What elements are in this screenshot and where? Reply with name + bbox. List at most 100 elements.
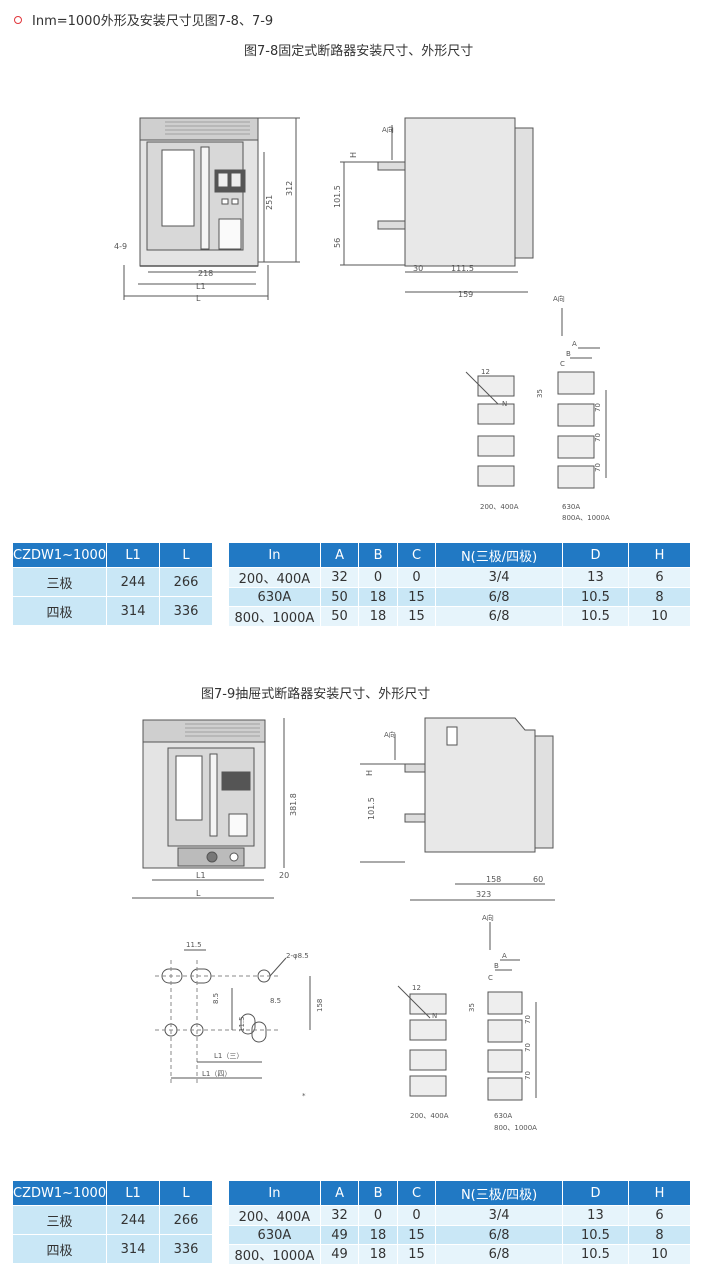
dim-8-5-b: 8.5 bbox=[270, 997, 281, 1005]
header-model: CZDW1~1000 bbox=[13, 1181, 108, 1206]
dim-c-2: C bbox=[488, 974, 493, 982]
cell: 三极 bbox=[13, 567, 108, 597]
cell: 15 bbox=[397, 1225, 437, 1245]
cell: 0 bbox=[397, 1205, 437, 1226]
cell: 15 bbox=[397, 587, 437, 607]
cell: 266 bbox=[159, 567, 213, 597]
cell: 200、400A bbox=[229, 567, 321, 588]
cell: 6/8 bbox=[435, 587, 563, 607]
header-l: L bbox=[159, 543, 213, 568]
dim-20: 20 bbox=[279, 871, 289, 880]
cell: 336 bbox=[159, 1234, 213, 1263]
dim-4-9: 4-9 bbox=[114, 242, 127, 251]
caption-200-400a: 200、400A bbox=[480, 503, 519, 511]
dim-c: C bbox=[560, 360, 565, 368]
figure-title-7-8: 图7-8固定式断路器安装尺寸、外形尺寸 bbox=[244, 44, 474, 59]
dimension-table-7-9: CZDW1~1000 L1 L 三极 244 266 四极 314 336 bbox=[13, 1181, 213, 1263]
header-d: D bbox=[562, 543, 630, 568]
dim-8-5-a: 8.5 bbox=[212, 993, 220, 1004]
header-in: In bbox=[229, 543, 321, 568]
dim-70-b-2: 70 bbox=[524, 1043, 532, 1052]
dim-l1-three: L1（三） bbox=[214, 1052, 243, 1060]
dim-12: 12 bbox=[481, 368, 490, 376]
cell: 6 bbox=[628, 1205, 691, 1226]
caption-200-400a-2: 200、400A bbox=[410, 1112, 449, 1120]
cell: 3/4 bbox=[435, 567, 563, 588]
cell: 18 bbox=[358, 587, 398, 607]
mounting-hole-diagram bbox=[155, 949, 311, 1085]
drawout-breaker-side-view bbox=[360, 717, 555, 901]
header-n: N(三极/四极) bbox=[435, 543, 563, 568]
dim-a-direction-3: A向 bbox=[384, 730, 396, 739]
cell: 314 bbox=[106, 596, 161, 625]
cell: 四极 bbox=[13, 1234, 108, 1263]
cell: 800、1000A bbox=[229, 1244, 321, 1264]
cell: 6/8 bbox=[435, 606, 563, 626]
dim-323: 323 bbox=[476, 890, 491, 899]
caption-630a-2: 630A bbox=[494, 1112, 512, 1120]
header-b: B bbox=[358, 543, 398, 568]
cell: 314 bbox=[106, 1234, 161, 1263]
cell: 49 bbox=[320, 1225, 360, 1245]
dim-l1-four: L1（四） bbox=[202, 1070, 231, 1078]
caption-800-1000a-2: 800、1000A bbox=[494, 1124, 537, 1132]
dim-2-phi-8-5: 2-φ8.5 bbox=[286, 952, 309, 960]
dim-312: 312 bbox=[285, 181, 294, 196]
dim-a-2: A bbox=[502, 952, 507, 960]
cell: 8 bbox=[628, 1225, 691, 1245]
dim-b-2: B bbox=[494, 962, 499, 970]
dim-56: 56 bbox=[333, 238, 342, 248]
table-row: 三极 244 266 bbox=[13, 567, 213, 597]
cell: 15 bbox=[397, 1244, 437, 1264]
dim-251: 251 bbox=[265, 195, 274, 210]
header-c: C bbox=[397, 543, 437, 568]
cell: 800、1000A bbox=[229, 606, 321, 626]
dim-70-b: 70 bbox=[594, 433, 602, 442]
dim-12-2: 12 bbox=[412, 984, 421, 992]
cell: 6/8 bbox=[435, 1244, 563, 1264]
dim-35: 35 bbox=[536, 389, 544, 398]
caption-800-1000a: 800A、1000A bbox=[562, 514, 610, 522]
header-c: C bbox=[397, 1181, 437, 1206]
cell: 13 bbox=[562, 567, 630, 588]
header-h: H bbox=[628, 1181, 691, 1206]
dim-l-2: L bbox=[196, 889, 201, 898]
header-n: N(三极/四极) bbox=[435, 1181, 563, 1206]
cell: 266 bbox=[159, 1205, 213, 1235]
header-l1: L1 bbox=[106, 543, 161, 568]
cell: 10.5 bbox=[562, 587, 630, 607]
bullet-icon bbox=[14, 15, 22, 24]
header-a: A bbox=[320, 1181, 360, 1206]
header-d: D bbox=[562, 1181, 630, 1206]
cell: 200、400A bbox=[229, 1205, 321, 1226]
header-h: H bbox=[628, 543, 691, 568]
dim-l1: L1 bbox=[196, 282, 206, 291]
cell: 50 bbox=[320, 606, 360, 626]
cell: 四极 bbox=[13, 596, 108, 625]
cell: 0 bbox=[397, 567, 437, 588]
cell: 32 bbox=[320, 567, 360, 588]
dim-218: 218 bbox=[198, 269, 213, 278]
table-row: 三极 244 266 bbox=[13, 1205, 213, 1235]
cell: 6/8 bbox=[435, 1225, 563, 1245]
intro-line: Inm=1000外形及安装尺寸见图7-8、7-9 bbox=[14, 10, 273, 29]
dim-a-direction-2: A向 bbox=[553, 294, 565, 303]
cell: 18 bbox=[358, 1225, 398, 1245]
header-b: B bbox=[358, 1181, 398, 1206]
dim-70-c: 70 bbox=[594, 463, 602, 472]
table-row: 四极 314 336 bbox=[13, 596, 213, 625]
header-model: CZDW1~1000 bbox=[13, 543, 108, 568]
dim-11-5-b: 11.5 bbox=[238, 1016, 246, 1032]
dimension-table-7-8: CZDW1~1000 L1 L 三极 244 266 四极 314 336 bbox=[13, 543, 213, 625]
dim-70-c-2: 70 bbox=[524, 1071, 532, 1080]
cell: 10.5 bbox=[562, 1225, 630, 1245]
dim-60: 60 bbox=[533, 875, 543, 884]
terminal-detail-7-8 bbox=[465, 308, 607, 489]
cell: 3/4 bbox=[435, 1205, 563, 1226]
caption-630a: 630A bbox=[562, 503, 580, 511]
cell: 10 bbox=[628, 1244, 691, 1264]
drawout-breaker-front-view bbox=[132, 718, 285, 899]
